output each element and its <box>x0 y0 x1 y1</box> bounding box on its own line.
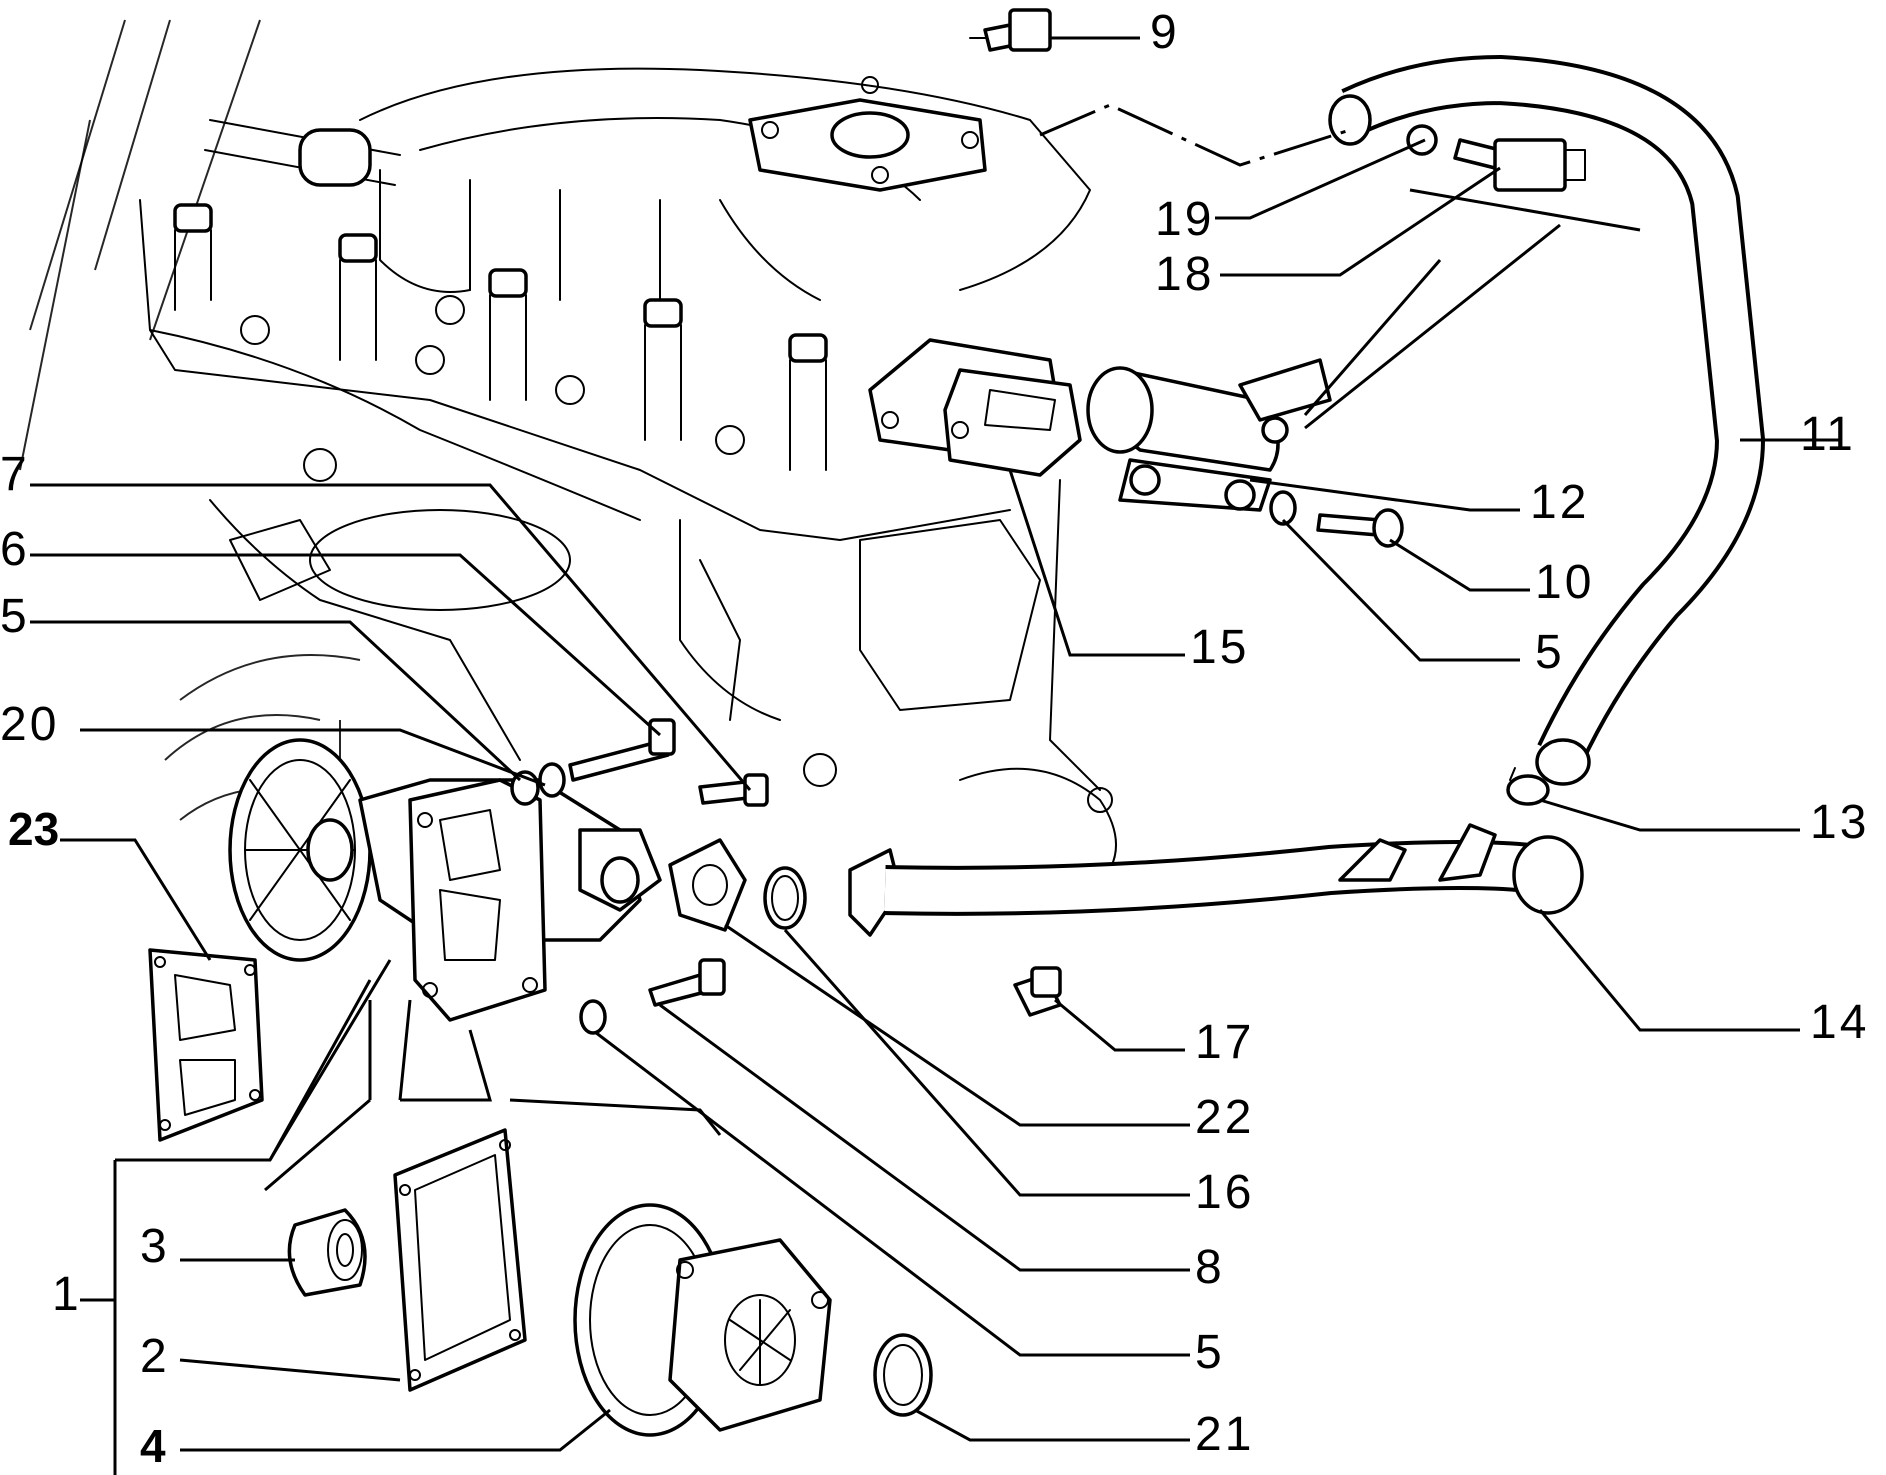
engine-block <box>19 19 1117 901</box>
bolt-10 <box>1269 490 1404 548</box>
gasket-23 <box>148 948 264 1142</box>
callout-15: 15 <box>1190 621 1249 674</box>
callout-23: 23 <box>8 803 59 855</box>
callout-1: 1 <box>52 1268 82 1321</box>
leader-lines <box>30 36 1840 1475</box>
callout-11: 11 <box>1800 408 1856 461</box>
bearing-3 <box>287 1208 367 1297</box>
callout-18: 18 <box>1155 248 1214 301</box>
drain-plug-17 <box>1013 966 1062 1017</box>
callout-19: 19 <box>1155 193 1214 246</box>
callout-21: 21 <box>1195 1408 1254 1461</box>
upper-hose <box>1328 55 1765 786</box>
callout-14: 14 <box>1810 996 1869 1049</box>
bolt-7 <box>698 773 769 807</box>
callout-5-left: 5 <box>0 590 30 643</box>
water-pump-assembly <box>228 738 662 1022</box>
bolt-8 <box>579 958 726 1035</box>
callout-8: 8 <box>1195 1241 1225 1294</box>
callout-9: 9 <box>1150 6 1180 59</box>
callout-labels: 9 19 18 11 12 10 5 15 13 14 17 22 16 8 5… <box>0 6 1869 1472</box>
water-pump-4 <box>573 1203 832 1437</box>
callout-7: 7 <box>0 448 30 501</box>
callout-5-right: 5 <box>1535 626 1565 679</box>
callout-16: 16 <box>1195 1166 1254 1219</box>
callout-10: 10 <box>1535 556 1594 609</box>
temperature-sensor-18 <box>1406 124 1586 192</box>
callout-13: 13 <box>1810 796 1869 849</box>
o-ring-21 <box>873 1333 933 1417</box>
lower-pipe <box>848 823 1584 937</box>
callout-20: 20 <box>0 698 59 751</box>
temperature-sensor-9 <box>969 8 1052 52</box>
callout-5-lower: 5 <box>1195 1326 1225 1379</box>
callout-4: 4 <box>140 1420 166 1472</box>
gasket-22 <box>668 838 747 932</box>
callout-2: 2 <box>140 1330 170 1383</box>
thermostat-housing <box>868 338 1332 512</box>
callout-12: 12 <box>1530 476 1589 529</box>
hose-clamp-13 <box>1506 767 1550 806</box>
callout-22: 22 <box>1195 1091 1254 1144</box>
callout-17: 17 <box>1195 1016 1254 1069</box>
o-ring-16 <box>763 866 807 930</box>
callout-6: 6 <box>0 523 30 576</box>
gasket-2 <box>393 1128 527 1392</box>
stud-bolt-6 <box>510 718 676 806</box>
callout-3: 3 <box>140 1220 170 1273</box>
